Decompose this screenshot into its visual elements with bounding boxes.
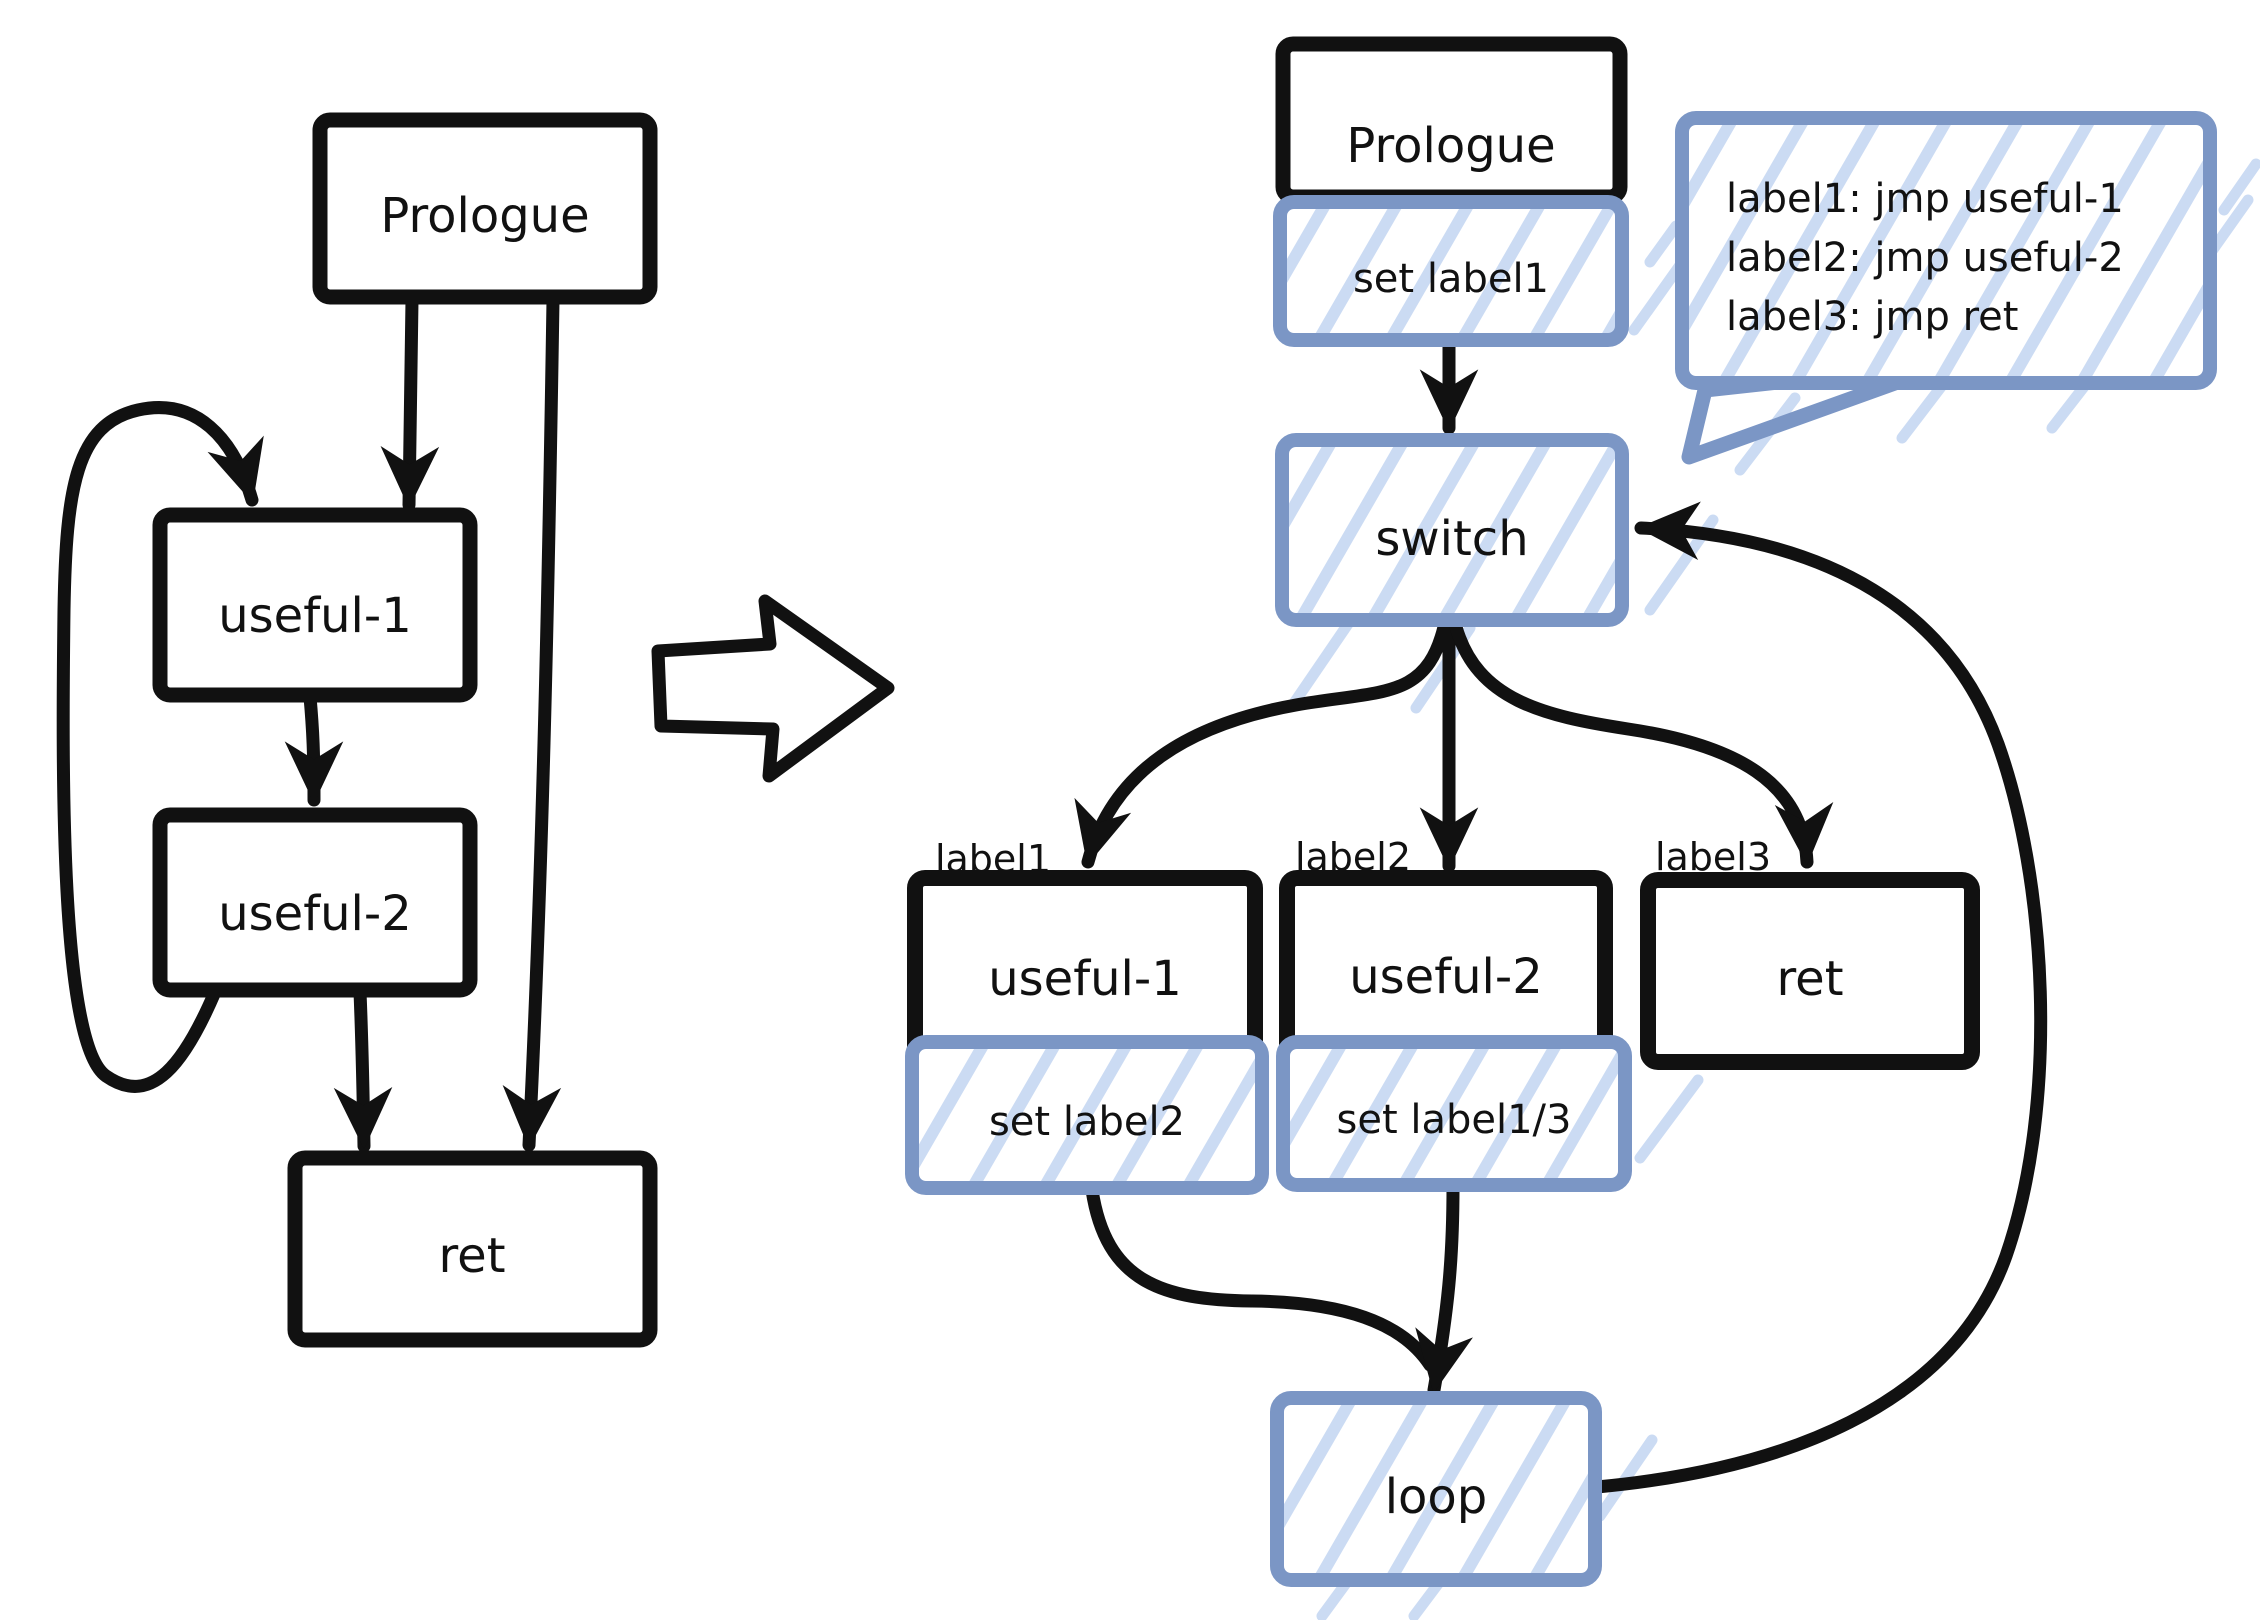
node-set-label2-label: set label2 (989, 1099, 1185, 1145)
branch-label3: label3 (1655, 835, 1771, 879)
node-prologue-left (312, 112, 658, 305)
hatch-stroke (1634, 1074, 1704, 1164)
edge-prologue-to-ret-icon (502, 293, 562, 1152)
callout-line1: label1: jmp useful-1 (1726, 176, 2124, 222)
node-useful2-left (152, 807, 478, 998)
edge-setlabel13-to-loop-icon (1415, 1180, 1473, 1397)
transform-arrow-icon (651, 594, 895, 783)
node-switch (1275, 433, 1629, 627)
jump-table-callout: label1: jmp useful-1 label2: jmp useful-… (1675, 111, 2217, 465)
node-ret-left (287, 1150, 658, 1348)
node-ret-right-label: ret (1776, 951, 1843, 1007)
flattened-cfg: Prologue set label1 switch label1 label2… (905, 36, 2217, 1587)
node-useful1-left (152, 507, 478, 703)
node-ret-right (1640, 872, 1980, 1070)
node-useful1-left-label: useful-1 (218, 588, 411, 644)
node-set-label2 (905, 1035, 1269, 1195)
node-ret-left-label: ret (438, 1228, 505, 1284)
edge-useful1-to-useful2-icon (284, 690, 344, 807)
hatch-stroke (1644, 220, 1682, 268)
edge-loop-to-switch-icon (1590, 501, 2048, 1494)
node-switch-label: switch (1375, 511, 1528, 567)
callout-tail-icon (1681, 374, 1903, 465)
node-set-label13-label: set label1/3 (1337, 1097, 1572, 1143)
node-loop (1270, 1391, 1602, 1587)
node-useful2-right-label: useful-2 (1349, 949, 1542, 1005)
callout-line3: label3: jmp ret (1726, 294, 2018, 340)
original-cfg: Prologue useful-1 useful-2 ret (56, 112, 658, 1348)
node-set-label1 (1273, 195, 1629, 347)
edge-prologue-to-useful1-icon (380, 293, 440, 512)
hatch-stroke (1286, 618, 1354, 712)
node-prologue-left-label: Prologue (380, 188, 589, 244)
node-prologue-right-label: Prologue (1346, 118, 1555, 174)
node-useful2-left-label: useful-2 (218, 886, 411, 942)
node-useful1-right-label: useful-1 (988, 951, 1181, 1007)
node-set-label13 (1276, 1035, 1632, 1192)
callout-bubble (1675, 111, 2217, 390)
node-set-label1-label: set label1 (1353, 256, 1549, 302)
edge-loop-back-icon (56, 401, 264, 1093)
edge-useful2-to-ret-icon (333, 985, 393, 1153)
edge-switch-to-useful1-icon (1074, 620, 1451, 869)
callout-line2: label2: jmp useful-2 (1726, 235, 2124, 281)
node-loop-label: loop (1385, 1469, 1488, 1525)
edge-setlabel2-to-loop-icon (1085, 1183, 1437, 1372)
edge-switch-to-ret-icon (1449, 620, 1834, 869)
hatch-stroke (2218, 158, 2260, 216)
